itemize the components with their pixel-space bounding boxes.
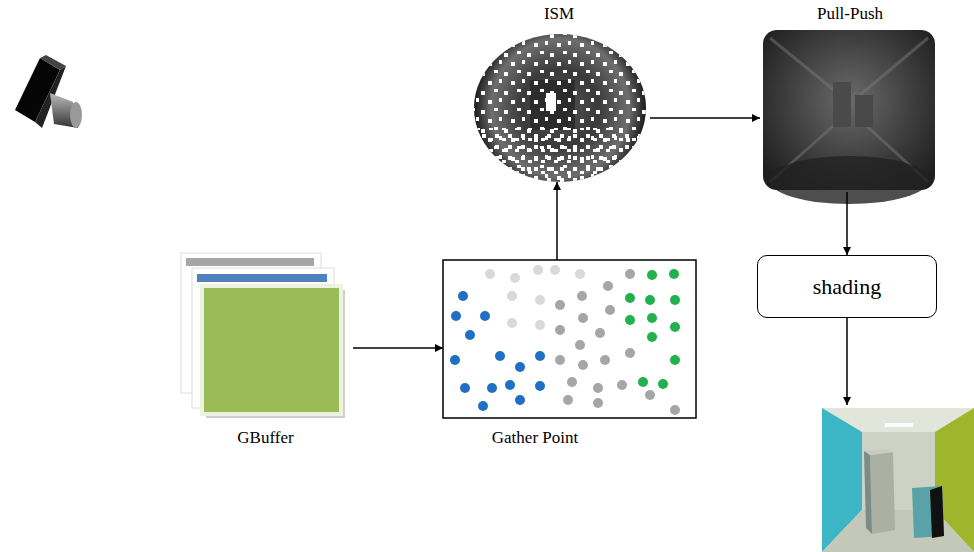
node-label: GBuffer [178, 428, 353, 448]
light-icon [15, 55, 82, 128]
ism-node: ISM [468, 2, 650, 182]
node-label: ISM [468, 4, 650, 24]
arrow [556, 182, 558, 260]
gbuffer-node: GBuffer [178, 250, 353, 452]
result-arrow [846, 318, 848, 405]
ism-image [470, 30, 650, 188]
arrow [353, 347, 443, 349]
arrow [846, 192, 848, 255]
node-label: Pull-Push [760, 4, 940, 24]
pull-push-image [763, 30, 935, 204]
process-box: shading [757, 255, 937, 318]
gather-point-dots [443, 260, 696, 418]
gbuffer-stack [181, 253, 345, 418]
node-label: Gather Point [443, 428, 627, 448]
gather-point-node: Gather Point [443, 260, 697, 454]
rendered-image [822, 408, 974, 552]
arrow [650, 117, 760, 119]
node-label: shading [813, 274, 881, 299]
pull-push-node: Pull-Push [760, 2, 940, 192]
